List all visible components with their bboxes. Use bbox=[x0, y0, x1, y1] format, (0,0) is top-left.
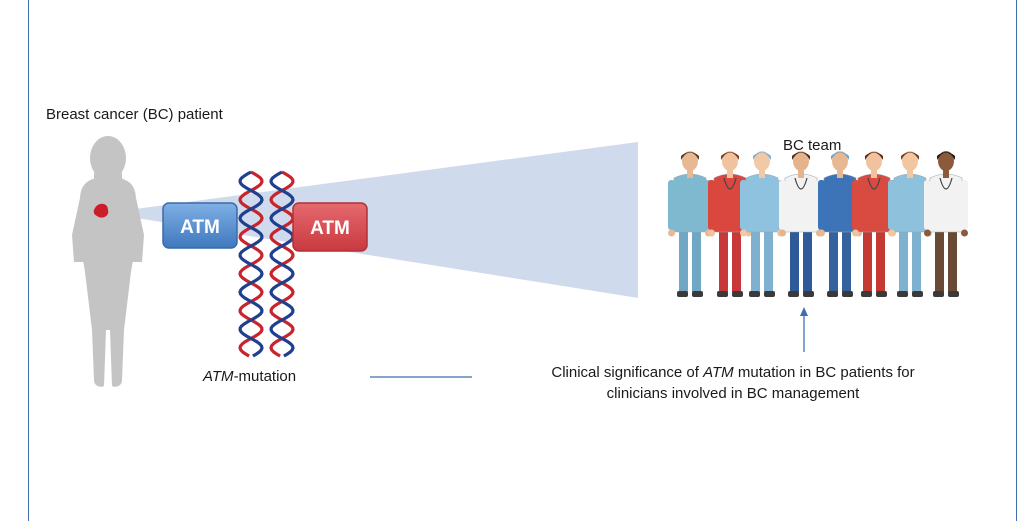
patient-label: Breast cancer (BC) patient bbox=[46, 106, 223, 123]
significance-prefix: Clinical significance of bbox=[551, 364, 704, 381]
mutation-label: ATM-mutation bbox=[203, 368, 296, 385]
woman-silhouette-icon bbox=[72, 136, 144, 387]
significance-line-2: clinicians involved in BC management bbox=[606, 385, 860, 402]
significance-line-1: Clinical significance of ATM mutation in… bbox=[500, 362, 966, 383]
frame-left-border bbox=[28, 0, 29, 521]
medical-team-icon bbox=[668, 151, 968, 297]
projection-wedge bbox=[105, 142, 638, 298]
normal-atm-protein: ATM bbox=[162, 202, 238, 249]
mutant-atm-label: ATM bbox=[310, 218, 350, 239]
significance-gene: ATM bbox=[703, 364, 734, 381]
dna-helix-icon bbox=[238, 170, 295, 358]
team-member bbox=[740, 151, 784, 297]
mutation-suffix: -mutation bbox=[233, 368, 297, 385]
clinical-significance-text: Clinical significance of ATM mutation in… bbox=[500, 362, 966, 404]
team-member bbox=[779, 151, 823, 297]
team-member bbox=[668, 151, 712, 297]
team-label: BC team bbox=[783, 137, 842, 154]
significance-suffix: mutation in BC patients for bbox=[733, 364, 915, 381]
mutation-gene: ATM bbox=[203, 368, 234, 385]
team-member bbox=[924, 151, 968, 297]
arrow-up-icon bbox=[800, 307, 808, 352]
team-member bbox=[852, 151, 896, 297]
normal-atm-label: ATM bbox=[180, 217, 220, 238]
mutant-atm-protein: ATM bbox=[292, 202, 368, 252]
tumor-icon bbox=[93, 203, 109, 218]
frame-right-border bbox=[1016, 0, 1017, 521]
